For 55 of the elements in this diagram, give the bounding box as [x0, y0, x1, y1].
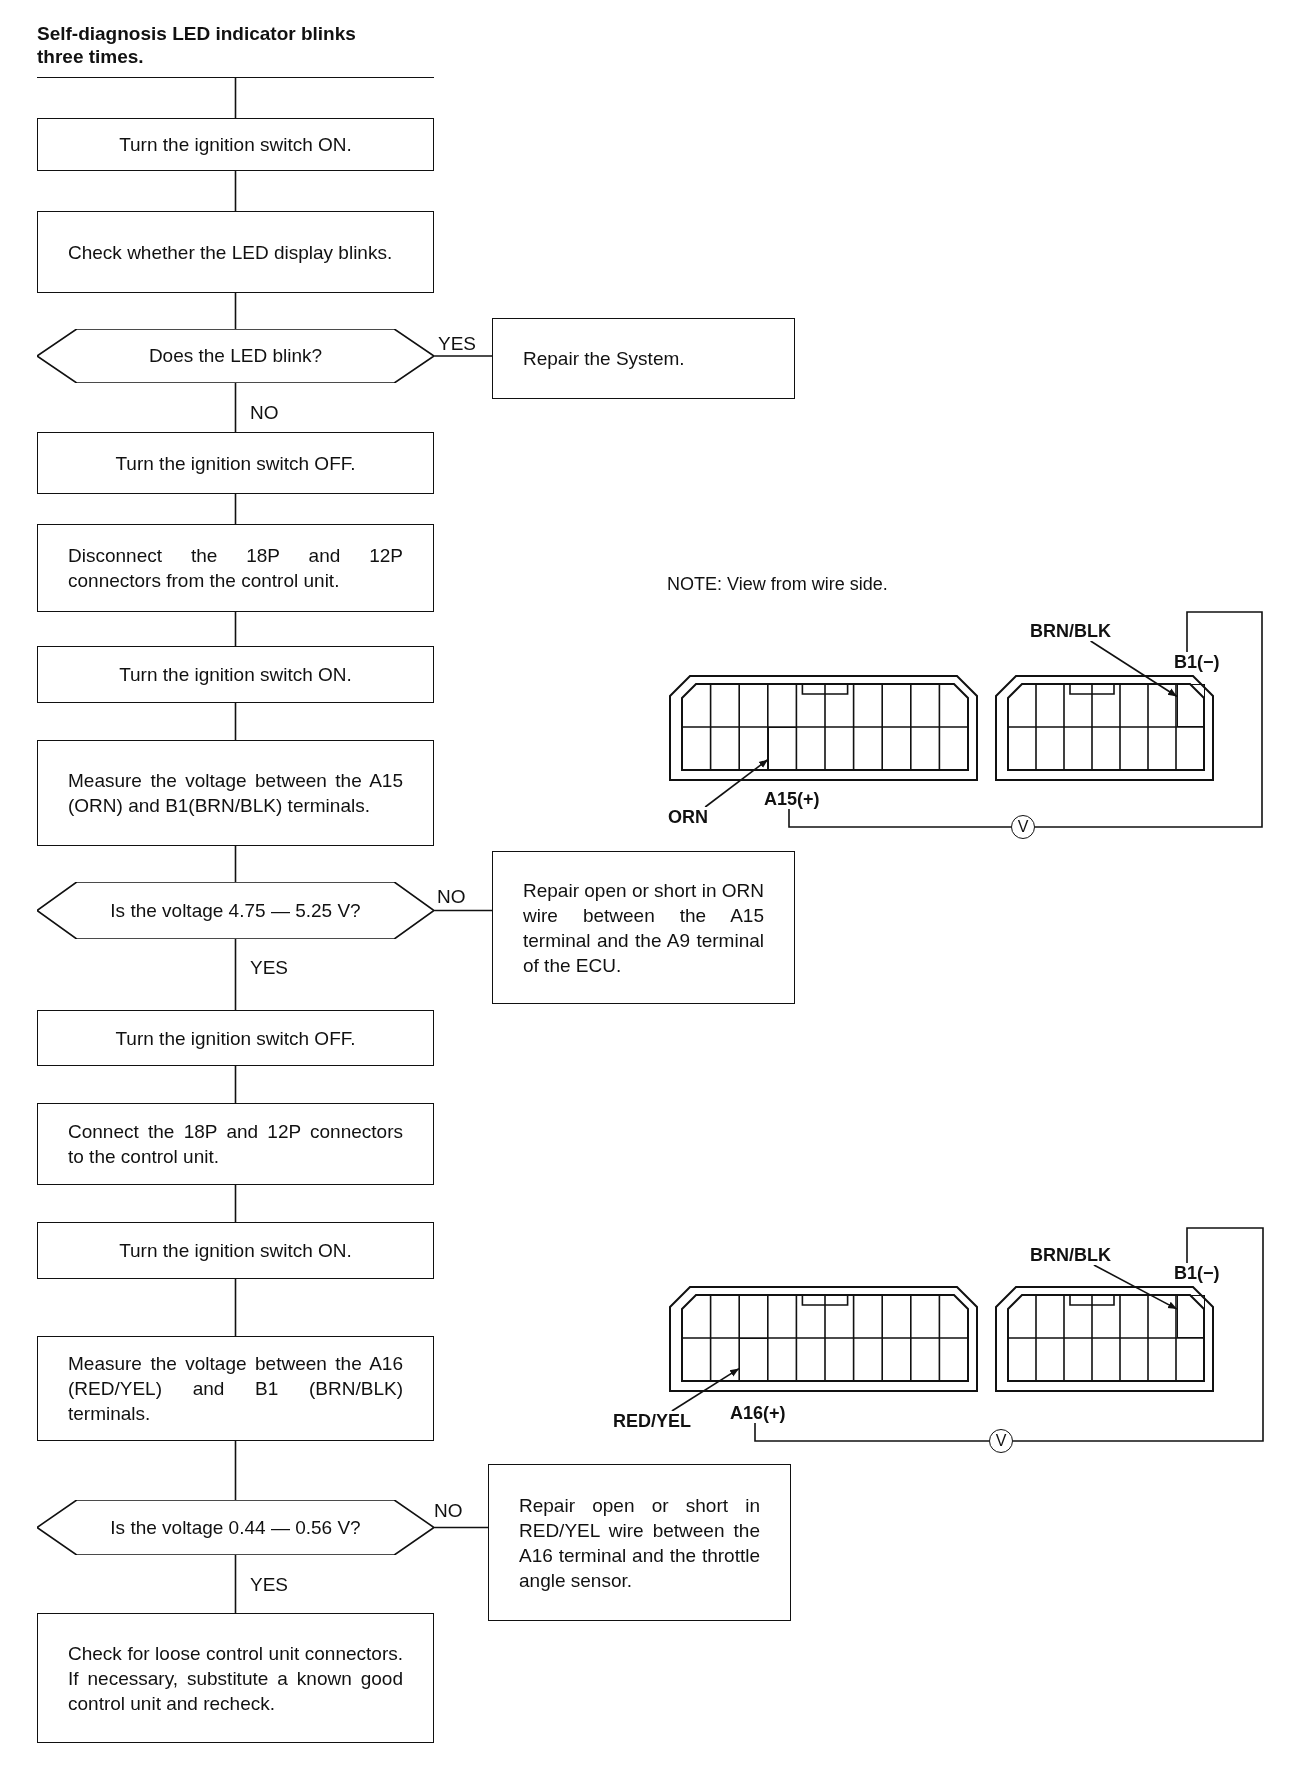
edge-label: NO — [434, 1500, 463, 1521]
process-box: Check for loose control unit connectors. If necessary, substitute a known good control unit and recheck. — [37, 1613, 434, 1743]
process-box: Turn the ignition switch OFF. — [37, 432, 434, 494]
flow-line — [234, 382, 237, 433]
flow-line — [234, 1554, 237, 1614]
terminal-cavity — [1177, 684, 1205, 727]
terminal-cavity — [1177, 1295, 1205, 1338]
voltmeter-symbol: V — [1011, 815, 1035, 839]
edge-label: YES — [250, 1574, 289, 1595]
edge-label: NO — [437, 886, 466, 907]
flow-line — [234, 611, 237, 647]
leader-line — [1089, 640, 1178, 698]
process-box: Measure the voltage between the A16 (RED/YEL) and B1 (BRN/BLK) terminals. — [37, 1336, 434, 1441]
flow-line — [234, 938, 237, 1011]
process-box: Turn the ignition switch ON. — [37, 646, 434, 703]
leader-line — [671, 1367, 740, 1412]
edge-label: YES — [438, 333, 477, 354]
flow-line — [234, 170, 237, 212]
process-box: Turn the ignition switch ON. — [37, 1222, 434, 1279]
terminal-cavity — [768, 727, 797, 770]
flow-line — [234, 493, 237, 525]
flow-line — [234, 1184, 237, 1223]
flow-line — [234, 845, 237, 883]
leader-line — [704, 758, 769, 808]
process-box: Check whether the LED display blinks. — [37, 211, 434, 293]
edge-label: NO — [250, 402, 279, 423]
process-box: Disconnect the 18P and 12P connectors from the control unit. — [37, 524, 434, 612]
flow-line — [234, 77, 237, 119]
edge-label: YES — [250, 957, 289, 978]
leader-line — [1093, 1264, 1178, 1310]
decision-shape: Does the LED blink? — [37, 329, 434, 383]
process-box: Repair open or short in RED/YEL wire between the A16 terminal and the throttle angle sensor. — [488, 1464, 791, 1621]
start-heading: Self-diagnosis LED indicator blinks three times. — [37, 20, 434, 78]
note-text: NOTE: View from wire side. — [667, 574, 888, 595]
test-lead-wire — [754, 1422, 990, 1442]
process-box: Turn the ignition switch ON. — [37, 118, 434, 171]
test-lead-wire — [1012, 1227, 1264, 1442]
test-lead-wire — [1034, 611, 1263, 828]
flow-line — [234, 292, 237, 330]
flow-line — [234, 702, 237, 741]
decision-shape: Is the voltage 4.75 — 5.25 V? — [37, 882, 434, 939]
process-box: Connect the 18P and 12P connectors to the control unit. — [37, 1103, 434, 1185]
flow-line — [234, 1065, 237, 1104]
process-box: Measure the voltage between the A15 (ORN) and B1(BRN/BLK) terminals. — [37, 740, 434, 846]
process-box: Repair open or short in ORN wire between the A15 terminal and the A9 terminal of the ECU. — [492, 851, 795, 1004]
flow-line — [433, 909, 493, 912]
voltmeter-symbol: V — [989, 1429, 1013, 1453]
flow-line — [234, 1278, 237, 1337]
test-lead-wire — [788, 808, 1012, 828]
decision-shape: Is the voltage 0.44 — 0.56 V? — [37, 1500, 434, 1555]
process-box: Repair the System. — [492, 318, 795, 399]
flow-line — [234, 1440, 237, 1501]
process-box: Turn the ignition switch OFF. — [37, 1010, 434, 1066]
flow-line — [433, 1526, 489, 1529]
flow-line — [433, 355, 493, 357]
